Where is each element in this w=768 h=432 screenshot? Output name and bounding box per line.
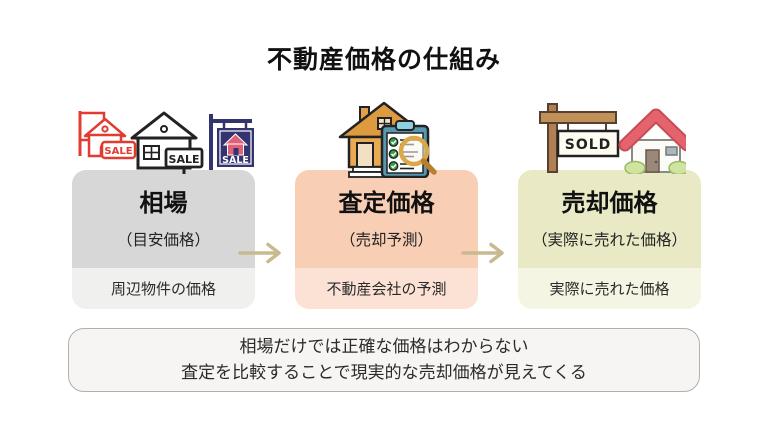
svg-text:SOLD: SOLD xyxy=(565,137,612,153)
card-baikyaku-top: 売却価格 （実際に売れた価格） xyxy=(518,170,701,268)
card-baikyaku-caption: 実際に売れた価格 xyxy=(518,268,701,309)
card-satei-caption-text: 不動産会社の予測 xyxy=(326,280,447,298)
summary-note-line2: 査定を比較することで現実的な売却価格が見えてくる xyxy=(181,363,587,383)
card-satei-top: 査定価格 （売却予測） xyxy=(295,170,478,268)
house-appraisal-checklist-icon xyxy=(330,96,442,182)
card-souba-top: 相場 （目安価格） xyxy=(72,170,255,268)
card-satei-title: 査定価格 xyxy=(338,188,435,217)
sold-signpost-icon: SOLD xyxy=(539,103,620,173)
card-baikyaku-caption-text: 実際に売れた価格 xyxy=(549,280,670,298)
magnifier-icon xyxy=(398,135,437,175)
card-souba-title: 相場 xyxy=(139,188,188,217)
card-satei-subtitle: （売却予測） xyxy=(339,230,433,249)
svg-text:SALE: SALE xyxy=(104,146,132,157)
sold-house-icon: SOLD xyxy=(534,100,694,178)
summary-note-box: 相場だけでは正確な価格はわからない 査定を比較することで現実的な売却価格が見えて… xyxy=(68,328,700,392)
card-souba: 相場 （目安価格） 周辺物件の価格 xyxy=(72,170,255,309)
card-baikyaku: 売却価格 （実際に売れた価格） 実際に売れた価格 xyxy=(518,170,701,309)
right-arrow-icon xyxy=(238,242,286,268)
summary-note-line1: 相場だけでは正確な価格はわからない xyxy=(239,337,529,357)
black-sale-house-icon: SALE xyxy=(130,111,204,174)
svg-text:SALE: SALE xyxy=(169,153,200,166)
card-souba-caption-text: 周辺物件の価格 xyxy=(110,280,216,298)
navy-sale-sign-icon: SALE xyxy=(209,114,254,170)
card-souba-caption: 周辺物件の価格 xyxy=(72,268,255,309)
red-sale-house-icon: SALE xyxy=(78,111,137,160)
card-satei: 査定価格 （売却予測） 不動産会社の予測 xyxy=(295,170,478,309)
card-satei-caption: 不動産会社の予測 xyxy=(295,268,478,309)
houses-for-sale-icon: SALE SALE SALE xyxy=(74,106,254,178)
right-arrow-icon xyxy=(461,242,509,268)
svg-text:SALE: SALE xyxy=(222,155,249,166)
red-roof-house-icon xyxy=(618,108,694,176)
page-title: 不動産価格の仕組み xyxy=(266,45,501,74)
card-souba-subtitle: （目安価格） xyxy=(116,230,210,249)
card-baikyaku-title: 売却価格 xyxy=(561,188,658,217)
card-baikyaku-subtitle: （実際に売れた価格） xyxy=(531,230,687,249)
